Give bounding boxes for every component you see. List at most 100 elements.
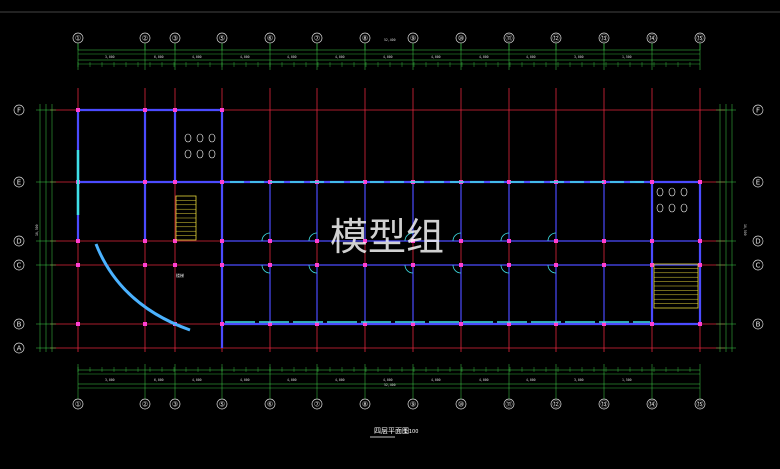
drawing-scale: 1:100 [404,429,418,435]
axis-bubble-label: ⑤ [219,34,225,42]
axis-bubble-circle [13,176,25,188]
dimension-segment-label: 1,500 [622,55,632,59]
axis-bubble-label: D [755,237,760,245]
axis-bubble-circle [752,235,764,247]
axis-bubble-label: ⑪ [506,34,513,42]
structural-column [143,180,147,184]
axis-bubble-top: ⑫ [550,32,562,44]
structural-column [363,263,367,267]
structural-column [650,263,654,267]
structural-column [220,263,224,267]
toilet-group-west [184,133,216,159]
toilet-fixture [668,187,676,197]
dimension-segment-label: 6,000 [154,55,164,59]
axis-bubble-label: ⑮ [697,400,704,408]
structural-column [268,239,272,243]
axis-bubble-label: ⑦ [314,34,320,42]
door-swing [500,264,510,274]
structural-column [315,322,319,326]
axis-bubble-left: A [13,342,25,354]
structural-column [173,108,177,112]
structural-column [459,263,463,267]
drawing-title: 四层平面图 [374,427,409,435]
axis-bubble-label: ⑨ [410,400,416,408]
structural-column [143,263,147,267]
dimension-segment-label: 4,000 [335,55,345,59]
axis-bubble-circle [13,318,25,330]
structural-column [507,180,511,184]
door-swing [404,232,414,242]
axis-bubble-bottom: ⑥ [264,398,276,410]
structural-column [220,239,224,243]
axis-bubble-right: E [752,176,764,188]
dimension-segment-label: 3,000 [105,55,115,59]
door-swing [404,264,414,274]
axis-bubble-label: ② [142,34,148,42]
dimension-segment-label: 4,000 [192,378,202,382]
axis-bubble-left: F [13,104,25,116]
axis-bubble-top: ⑧ [359,32,371,44]
structural-column [363,322,367,326]
room-tag: 楼梯 [176,272,184,278]
structural-column [173,239,177,243]
structural-column [411,322,415,326]
axis-bubble-circle [13,235,25,247]
axis-bubble-label: ② [142,400,148,408]
axis-bubble-bottom: ② [139,398,151,410]
structural-column [411,263,415,267]
toilet-fixture [656,203,664,213]
overall-dimension-left: 16,500 [35,224,39,236]
structural-column [143,322,147,326]
axis-bubble-top: ② [139,32,151,44]
structural-column [363,239,367,243]
axis-bubble-circle [752,318,764,330]
axis-bubble-label: ⑫ [553,34,560,42]
axis-bubble-label: ⑬ [601,34,608,42]
axis-bubble-label: D [16,237,21,245]
toilet-fixture [196,133,204,143]
axis-bubble-label: ⑨ [410,34,416,42]
axis-bubble-label: B [17,320,22,328]
axis-bubble-bottom: ③ [169,398,181,410]
walls [76,108,702,348]
axis-bubble-label: E [756,178,760,186]
dimension-segment-label: 4,000 [479,378,489,382]
axis-bubble-bottom: ⑫ [550,398,562,410]
structural-column [554,322,558,326]
axis-bubble-right: F [752,104,764,116]
axis-bubble-circle [752,259,764,271]
dimension-segment-label: 3,000 [574,55,584,59]
stair-east [653,263,699,309]
structural-column [220,108,224,112]
structural-column [507,239,511,243]
dimension-segment-label: 4,000 [431,55,441,59]
axis-bubble-label: ⑫ [553,400,560,408]
structural-column [315,263,319,267]
dimension-lines: 3,000 3,000 6,000 6,000 4,000 4,000 4,000 4,000… [36,44,736,392]
axis-bubble-label: ① [75,34,81,42]
axis-bubble-bottom: ⑭ [646,398,658,410]
dimension-segment-label: 6,000 [154,378,164,382]
axis-bubble-top: ⑥ [264,32,276,44]
door-swing [261,264,271,274]
stair-west [175,195,197,241]
axis-bubble-label: ① [75,400,81,408]
structural-column [411,239,415,243]
door-swing [308,232,318,242]
axis-bubble-label: E [17,178,21,186]
dimension-segment-label: 4,000 [192,55,202,59]
dimension-segment-label: 4,000 [240,378,250,382]
axis-bubble-label: ⑥ [267,400,273,408]
toilet-fixture [196,149,204,159]
structural-column [698,239,702,243]
axis-bubble-top: ⑤ [216,32,228,44]
dimension-segment-label: 3,000 [574,378,584,382]
structural-column [76,108,80,112]
dimension-segment-label: 1,500 [622,378,632,382]
dimension-segment-label: 4,000 [287,378,297,382]
structural-column [268,322,272,326]
structural-column [602,239,606,243]
axis-bubble-label: ⑦ [314,400,320,408]
